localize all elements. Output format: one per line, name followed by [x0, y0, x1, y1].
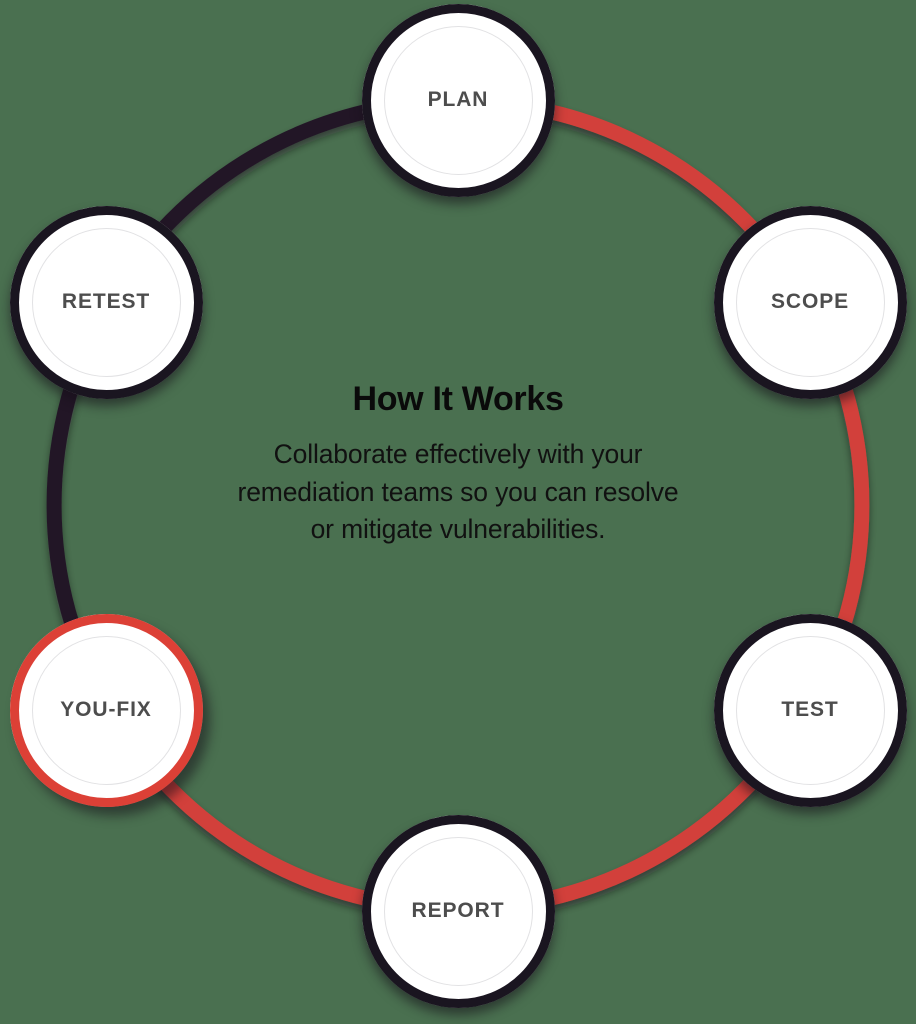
cycle-node-label-you-fix: YOU-FIX [60, 698, 152, 721]
cycle-node-label-plan: PLAN [427, 88, 489, 111]
node-ring [361, 814, 555, 1008]
cycle-node-scope[interactable]: SCOPE [713, 205, 907, 399]
cycle-node-report[interactable]: REPORT [361, 814, 555, 1008]
node-ring [9, 205, 203, 399]
cycle-node-label-retest: RETEST [61, 290, 151, 313]
node-ring [713, 613, 907, 807]
node-ring [713, 205, 907, 399]
cycle-node-label-scope: SCOPE [770, 290, 850, 313]
cycle-node-plan[interactable]: PLAN [361, 3, 555, 197]
node-ring-active [9, 613, 203, 807]
node-ring [361, 3, 555, 197]
cycle-node-you-fix[interactable]: YOU-FIX [9, 613, 203, 807]
cycle-node-retest[interactable]: RETEST [9, 205, 203, 399]
cycle-node-test[interactable]: TEST [713, 613, 907, 807]
cycle-node-label-report: REPORT [411, 899, 505, 922]
cycle-node-label-test: TEST [781, 698, 839, 721]
